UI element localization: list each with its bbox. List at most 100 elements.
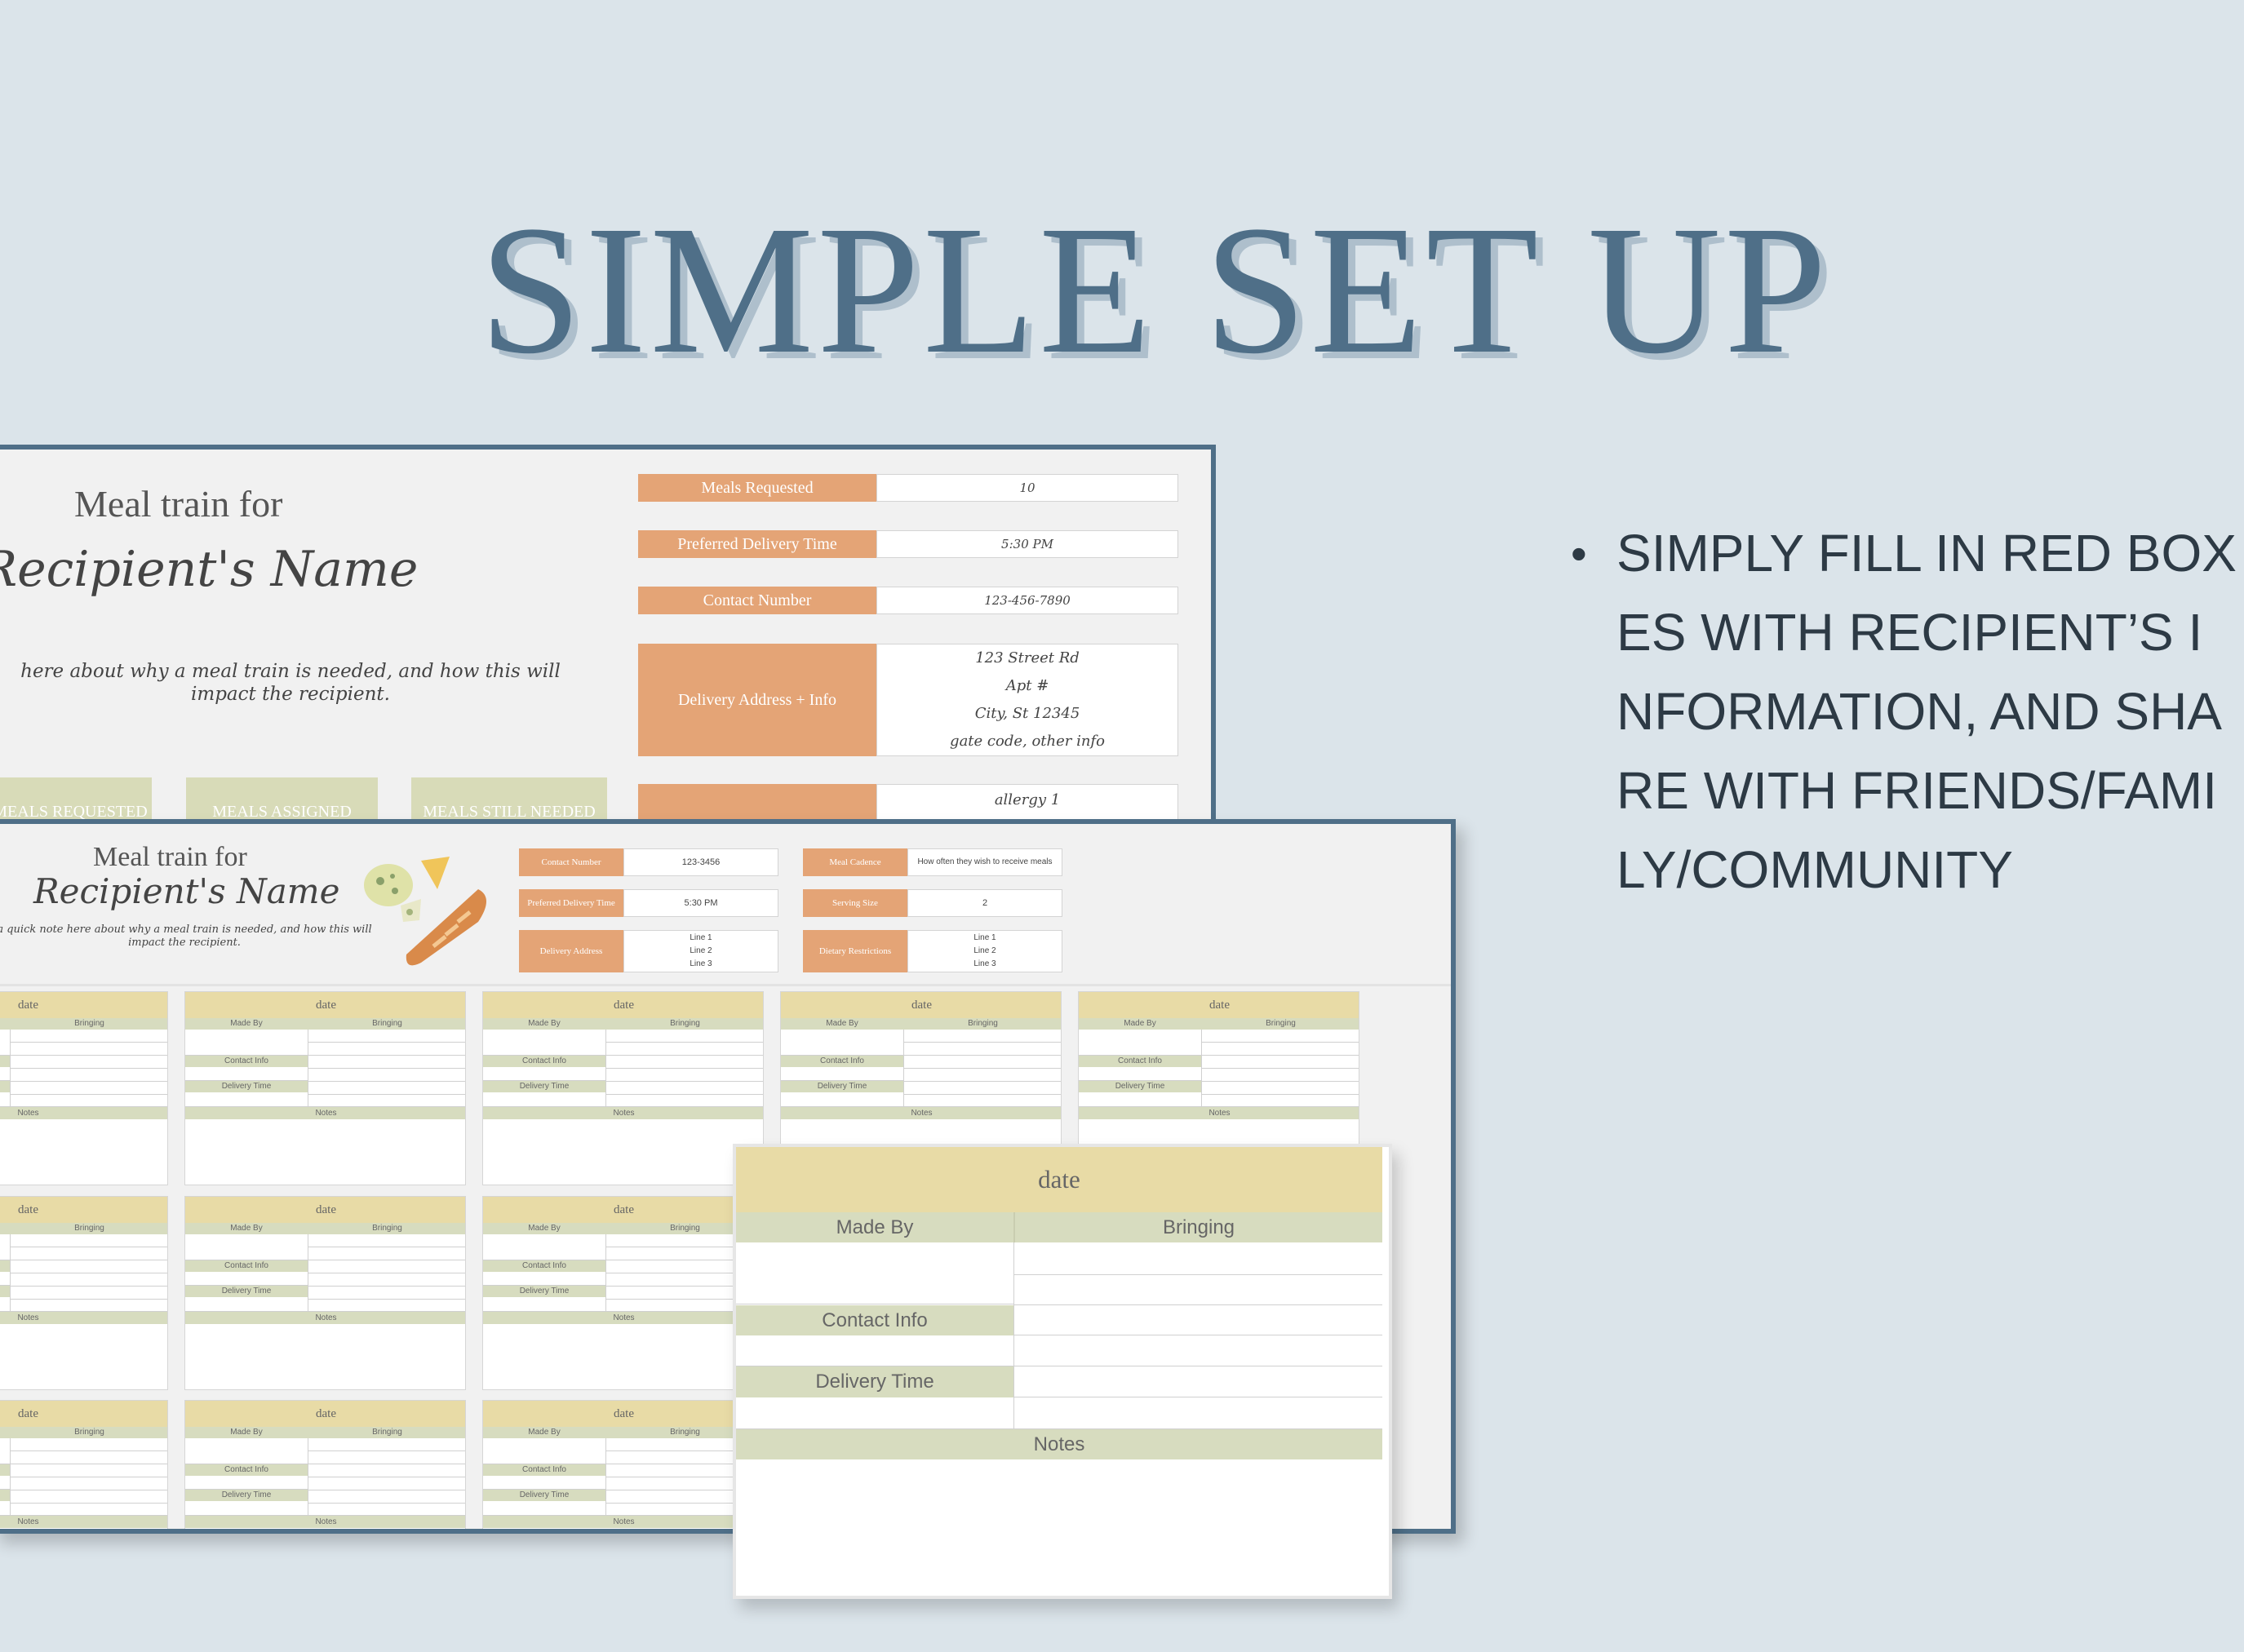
- bringing-input[interactable]: [605, 1260, 763, 1273]
- bringing-input[interactable]: [10, 1260, 167, 1273]
- contact-info-input[interactable]: [185, 1476, 308, 1490]
- bringing-input[interactable]: [10, 1477, 167, 1490]
- bringing-input[interactable]: [605, 1082, 763, 1095]
- contact-info-input[interactable]: [0, 1272, 10, 1286]
- bringing-input[interactable]: [10, 1082, 167, 1095]
- bringing-input[interactable]: [308, 1056, 465, 1069]
- field-value[interactable]: Line 1 Line 2 Line 3: [623, 930, 778, 972]
- bringing-input[interactable]: [308, 1043, 465, 1056]
- contact-info-input[interactable]: [781, 1067, 903, 1081]
- notes-input[interactable]: [483, 1324, 763, 1389]
- made-by-input[interactable]: [185, 1438, 308, 1464]
- delivery-time-input[interactable]: [185, 1501, 465, 1516]
- bringing-input[interactable]: [605, 1069, 763, 1082]
- bringing-input[interactable]: [903, 1043, 1061, 1056]
- bringing-input[interactable]: [308, 1260, 465, 1273]
- bringing-input[interactable]: [1201, 1069, 1359, 1082]
- field-value[interactable]: 5:30 PM: [876, 530, 1178, 558]
- notes-input[interactable]: [0, 1528, 167, 1529]
- bringing-input[interactable]: [308, 1438, 465, 1451]
- field-value[interactable]: 10: [876, 474, 1178, 502]
- field-value[interactable]: Line 1 Line 2 Line 3: [907, 930, 1062, 972]
- notes-input[interactable]: [483, 1528, 763, 1529]
- delivery-time-input[interactable]: [736, 1397, 1382, 1429]
- bringing-input[interactable]: [1014, 1275, 1382, 1305]
- contact-info-input[interactable]: [483, 1476, 605, 1490]
- bringing-input[interactable]: [903, 1069, 1061, 1082]
- bringing-input[interactable]: [10, 1247, 167, 1260]
- bringing-input[interactable]: [308, 1490, 465, 1504]
- bringing-input[interactable]: [308, 1451, 465, 1464]
- made-by-input[interactable]: [185, 1030, 308, 1056]
- bringing-input[interactable]: [308, 1234, 465, 1247]
- bringing-input[interactable]: [605, 1477, 763, 1490]
- delivery-time-input[interactable]: [0, 1501, 167, 1516]
- delivery-time-input[interactable]: [185, 1092, 465, 1107]
- bringing-input[interactable]: [308, 1287, 465, 1300]
- bringing-input[interactable]: [10, 1451, 167, 1464]
- bringing-input[interactable]: [605, 1464, 763, 1477]
- made-by-input[interactable]: [736, 1242, 1013, 1304]
- bringing-input[interactable]: [605, 1247, 763, 1260]
- field-value[interactable]: 123-456-7890: [876, 587, 1178, 614]
- field-value[interactable]: How often they wish to receive meals: [907, 848, 1062, 876]
- bringing-input[interactable]: [1201, 1056, 1359, 1069]
- delivery-time-input[interactable]: [0, 1092, 167, 1107]
- bringing-input[interactable]: [10, 1273, 167, 1287]
- contact-info-input[interactable]: [483, 1272, 605, 1286]
- bringing-input[interactable]: [308, 1030, 465, 1043]
- bringing-input[interactable]: [10, 1056, 167, 1069]
- notes-input[interactable]: [185, 1324, 465, 1389]
- bringing-input[interactable]: [308, 1273, 465, 1287]
- bringing-input[interactable]: [605, 1056, 763, 1069]
- notes-input[interactable]: [0, 1324, 167, 1389]
- bringing-input[interactable]: [903, 1082, 1061, 1095]
- bringing-input[interactable]: [1014, 1305, 1382, 1335]
- bringing-input[interactable]: [10, 1287, 167, 1300]
- bringing-input[interactable]: [605, 1490, 763, 1504]
- bringing-input[interactable]: [10, 1234, 167, 1247]
- bringing-input[interactable]: [10, 1464, 167, 1477]
- made-by-input[interactable]: [185, 1234, 308, 1260]
- bringing-input[interactable]: [605, 1234, 763, 1247]
- bringing-input[interactable]: [10, 1490, 167, 1504]
- made-by-input[interactable]: [483, 1234, 605, 1260]
- bringing-input[interactable]: [1014, 1335, 1382, 1366]
- bringing-input[interactable]: [605, 1287, 763, 1300]
- bringing-input[interactable]: [10, 1069, 167, 1082]
- bringing-input[interactable]: [605, 1273, 763, 1287]
- bringing-input[interactable]: [605, 1438, 763, 1451]
- made-by-input[interactable]: [0, 1030, 10, 1056]
- delivery-time-input[interactable]: [781, 1092, 1061, 1107]
- contact-info-input[interactable]: [0, 1067, 10, 1081]
- bringing-input[interactable]: [605, 1043, 763, 1056]
- bringing-input[interactable]: [10, 1043, 167, 1056]
- field-value[interactable]: 123-3456: [623, 848, 778, 876]
- made-by-input[interactable]: [483, 1438, 605, 1464]
- bringing-input[interactable]: [1014, 1242, 1382, 1275]
- delivery-time-input[interactable]: [185, 1297, 465, 1312]
- notes-input[interactable]: [736, 1459, 1382, 1589]
- bringing-input[interactable]: [10, 1030, 167, 1043]
- bringing-input[interactable]: [308, 1247, 465, 1260]
- bringing-input[interactable]: [308, 1082, 465, 1095]
- contact-info-input[interactable]: [483, 1067, 605, 1081]
- bringing-input[interactable]: [1014, 1366, 1382, 1397]
- made-by-input[interactable]: [0, 1234, 10, 1260]
- contact-info-input[interactable]: [1079, 1067, 1201, 1081]
- contact-info-input[interactable]: [185, 1272, 308, 1286]
- bringing-input[interactable]: [1201, 1030, 1359, 1043]
- made-by-input[interactable]: [483, 1030, 605, 1056]
- made-by-input[interactable]: [0, 1438, 10, 1464]
- made-by-input[interactable]: [1079, 1030, 1201, 1056]
- bringing-input[interactable]: [903, 1030, 1061, 1043]
- delivery-time-input[interactable]: [483, 1092, 763, 1107]
- delivery-time-input[interactable]: [483, 1501, 763, 1516]
- field-value[interactable]: 123 Street Rd Apt # City, St 12345 gate …: [876, 644, 1178, 756]
- notes-input[interactable]: [185, 1119, 465, 1185]
- bringing-input[interactable]: [308, 1464, 465, 1477]
- field-value[interactable]: 5:30 PM: [623, 889, 778, 917]
- bringing-input[interactable]: [10, 1438, 167, 1451]
- notes-input[interactable]: [185, 1528, 465, 1529]
- field-value[interactable]: 2: [907, 889, 1062, 917]
